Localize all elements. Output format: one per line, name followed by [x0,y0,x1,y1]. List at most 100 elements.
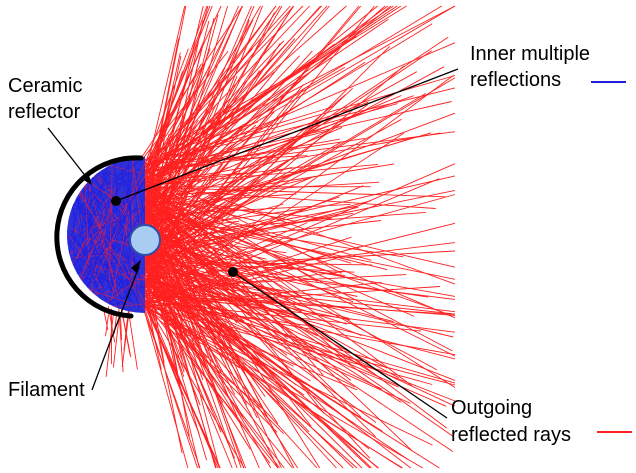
outgoing-ray [145,178,440,303]
outgoing-ray [137,274,379,469]
outgoing-ray [139,222,456,303]
outgoing-ray [141,5,240,225]
outgoing-ray [140,52,181,233]
outgoing-ray [145,35,357,187]
inner-reflection-ray [71,187,123,313]
filament-label: Filament [8,379,85,401]
outgoing-ray [141,274,407,289]
outgoing-ray [147,5,211,169]
outgoing-ray [141,182,413,387]
outgoing-ray [145,163,394,204]
inner-reflection-ray [95,220,119,296]
outgoing-ray [142,106,334,165]
outgoing-ray [144,261,373,266]
outgoing-ray [143,185,242,469]
outgoing-ray [145,19,250,301]
outgoing-ray [143,5,277,179]
outgoing-label-line2: reflected rays [451,424,571,446]
outgoing-ray [137,232,269,330]
outgoing-ray [144,188,436,209]
outgoing-ray [142,236,352,305]
inner-reflection-ray [90,253,108,256]
outgoing-ray [143,252,233,469]
outgoing-ray [138,177,310,220]
outgoing-ray [145,222,455,438]
outgoing-ray [147,120,322,255]
outgoing-ray-dot [228,267,238,277]
outgoing-ray [138,110,222,181]
outgoing-ray [141,250,363,469]
inner-reflection-ray [108,234,127,293]
outgoing-ray [142,260,183,454]
outgoing-leader [232,271,448,419]
outgoing-ray [140,276,358,469]
inner-reflection-ray [101,267,118,297]
outgoing-ray [144,5,310,181]
outgoing-reflected-rays [102,5,456,469]
filament-leader [91,266,140,391]
outgoing-ray [139,295,189,469]
outgoing-ray [142,250,456,269]
outgoing-ray [139,132,441,187]
inner-reflection-ray [134,184,139,223]
outgoing-ray [145,5,328,208]
outgoing-ray [144,200,333,220]
inner-reflection-ray [71,188,114,268]
outgoing-ray [147,149,235,255]
outgoing-ray [147,283,440,469]
inner-reflection-ray [76,241,85,259]
outgoing-ray [146,185,364,274]
annotation-leaders [47,68,459,419]
outgoing-ray [141,75,454,308]
outgoing-ray [141,263,349,319]
inner-reflection-ray [67,233,72,250]
outgoing-ray [146,87,456,165]
outgoing-ray [138,277,383,432]
outgoing-ray [140,210,184,293]
inner-leader [115,68,459,202]
inner-reflection-ray [121,218,132,279]
outgoing-ray [105,313,114,377]
outgoing-ray [142,252,377,423]
outgoing-ray [147,274,456,313]
outgoing-ray [112,314,120,368]
outgoing-ray [139,207,312,234]
outgoing-ray [145,308,403,469]
outgoing-ray [140,59,319,163]
outgoing-ray [140,131,456,174]
ceramic-label-line2: reflector [8,101,81,123]
inner-reflection-ray [108,257,117,312]
inner-reflection-ray [71,230,105,289]
outgoing-ray [145,267,354,469]
inner-reflection-ray [67,255,114,307]
outgoing-ray [142,239,363,281]
outgoing-ray [144,282,411,404]
outgoing-ray [146,211,376,438]
outgoing-ray [145,182,224,281]
inner-reflection-ray [124,277,136,283]
outgoing-ray [145,295,271,464]
outgoing-ray [147,226,238,324]
outgoing-ray [146,296,238,305]
outgoing-ray [147,234,298,469]
outgoing-ray [145,86,199,167]
outgoing-label-line1: Outgoing [451,397,532,419]
outgoing-ray [145,48,253,170]
outgoing-ray [140,257,456,381]
inner-reflection-ray [127,160,132,230]
inner-reflection-ray [72,193,108,244]
outgoing-ray [145,291,456,316]
inner-label-line2: reflections [470,69,561,91]
outgoing-ray [145,166,192,259]
outgoing-ray [139,284,285,469]
inner-reflection-ray [90,161,139,194]
outgoing-ray [138,5,442,189]
filament [129,224,161,256]
inner-reflection-ray [86,183,118,305]
outgoing-ray [141,273,245,322]
inner-reflection-ray [67,207,137,273]
outgoing-ray [141,279,280,469]
reflector-rim [54,155,144,319]
outgoing-ray [146,215,371,459]
